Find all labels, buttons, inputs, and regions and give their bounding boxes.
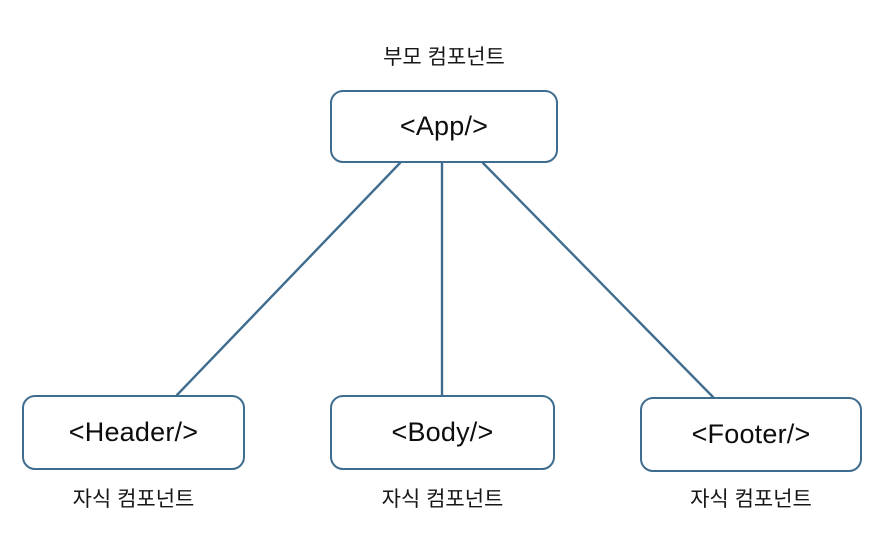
node-app-label: <App/> bbox=[399, 111, 489, 141]
node-footer-label: <Footer/> bbox=[691, 419, 811, 449]
child-component-caption-body: 자식 컴포넌트 bbox=[381, 488, 504, 511]
child-component-caption-footer: 자식 컴포넌트 bbox=[690, 488, 812, 511]
node-body[interactable]: <Body/> bbox=[330, 395, 555, 470]
node-header-label: <Header/> bbox=[68, 417, 199, 447]
node-body-label: <Body/> bbox=[391, 417, 494, 447]
parent-component-caption: 부모 컴포넌트 bbox=[383, 46, 505, 69]
node-header[interactable]: <Header/> bbox=[22, 395, 245, 470]
edge-app-to-header bbox=[175, 161, 402, 397]
node-footer[interactable]: <Footer/> bbox=[640, 397, 862, 472]
node-app[interactable]: <App/> bbox=[330, 90, 558, 163]
child-component-caption-header: 자식 컴포넌트 bbox=[72, 488, 195, 511]
edge-app-to-footer bbox=[481, 161, 715, 399]
